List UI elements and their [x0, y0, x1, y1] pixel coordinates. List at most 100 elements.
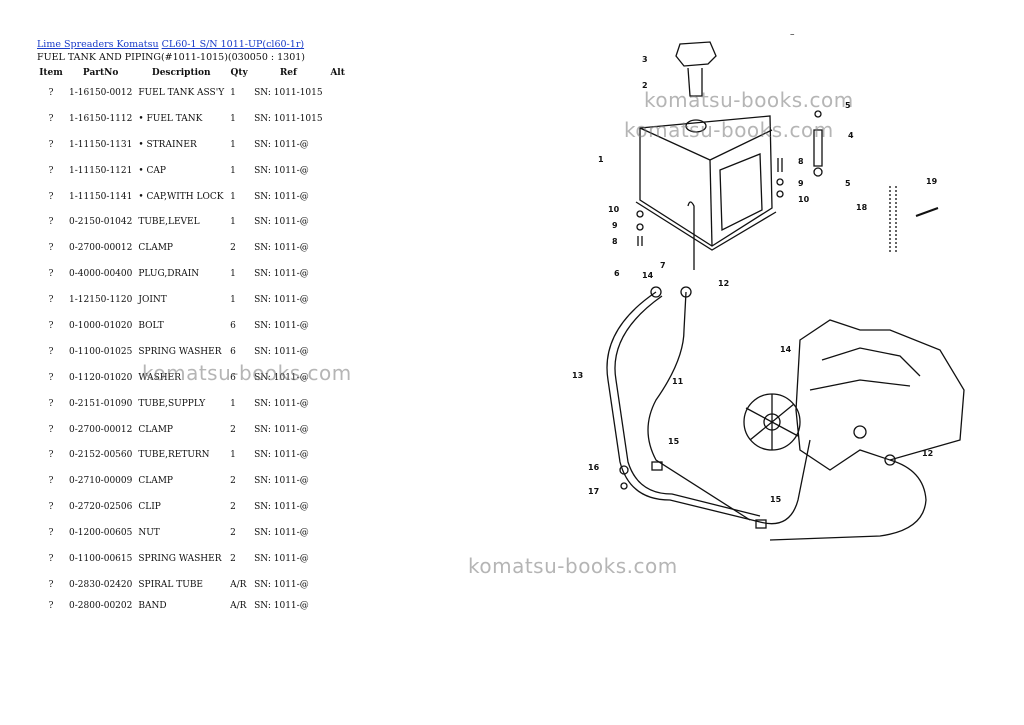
svg-text:19: 19	[926, 177, 938, 186]
cell-qty: 2	[230, 476, 236, 487]
svg-text:6: 6	[614, 269, 620, 278]
cell-description: • CAP	[138, 165, 166, 176]
watermark: komatsu-books.com	[624, 118, 834, 142]
svg-text:16: 16	[588, 463, 600, 472]
cell-partno: 0-1200-00605	[69, 528, 133, 539]
cell-qty: 1	[230, 398, 236, 409]
cell-partno: 1-16150-1112	[69, 113, 133, 124]
cell-description: TUBE,RETURN	[138, 450, 210, 461]
svg-text:11: 11	[672, 377, 684, 386]
cell-qty: 1	[230, 139, 236, 150]
cell-partno: 0-2151-01090	[69, 398, 133, 409]
cell-ref: SN: 1011-@	[254, 269, 309, 280]
watermark: komatsu-books.com	[644, 88, 854, 112]
cell-ref: SN: 1011-@	[254, 139, 309, 150]
cell-partno: 0-1100-01025	[69, 346, 133, 357]
cell-qty: 1	[230, 113, 236, 124]
cell-qty: 1	[230, 87, 236, 98]
cell-item: ?	[48, 165, 54, 176]
cell-qty: 1	[230, 165, 236, 176]
cell-item: ?	[48, 87, 54, 98]
cell-ref: SN: 1011-@	[254, 600, 309, 611]
cell-partno: 1-16150-0012	[69, 87, 133, 98]
cell-item: ?	[48, 398, 54, 409]
cell-description: NUT	[138, 528, 160, 539]
cell-qty: 6	[230, 372, 236, 383]
cell-partno: 0-2700-00012	[69, 243, 133, 254]
cell-qty: A/R	[230, 600, 247, 611]
svg-text:8: 8	[798, 157, 804, 166]
cell-ref: SN: 1011-@	[254, 476, 309, 487]
cell-ref: SN: 1011-@	[254, 398, 309, 409]
svg-text:3: 3	[642, 55, 648, 64]
cell-ref: SN: 1011-@	[254, 579, 309, 590]
cell-ref: SN: 1011-@	[254, 243, 309, 254]
cell-description: • FUEL TANK	[138, 113, 203, 124]
col-description-header: Description	[151, 68, 211, 78]
cell-ref: SN: 1011-@	[254, 450, 309, 461]
svg-text:18: 18	[856, 203, 868, 212]
cell-qty: 1	[230, 269, 236, 280]
cell-alt	[326, 313, 350, 339]
svg-text:12: 12	[922, 449, 933, 458]
svg-text:10: 10	[798, 195, 810, 204]
cell-qty: 6	[230, 346, 236, 357]
cell-alt	[326, 520, 350, 546]
cell-partno: 0-2150-01042	[69, 217, 133, 228]
svg-text:1: 1	[598, 155, 604, 164]
cell-alt	[326, 209, 350, 235]
svg-text:13: 13	[572, 371, 583, 380]
cell-item: ?	[48, 139, 54, 150]
cell-ref: SN: 1011-@	[254, 502, 309, 513]
cell-description: JOINT	[138, 295, 167, 306]
cell-item: ?	[48, 217, 54, 228]
cell-ref: SN: 1011-@	[254, 346, 309, 357]
cell-item: ?	[48, 424, 54, 435]
cell-qty: 2	[230, 243, 236, 254]
breadcrumb: Lime Spreaders Komatsu CL60-1 S/N 1011-U…	[37, 39, 304, 50]
svg-text:14: 14	[642, 271, 654, 280]
cell-ref: SN: 1011-@	[254, 372, 309, 383]
cell-description: CLIP	[138, 502, 161, 513]
breadcrumb-link-category[interactable]: Lime Spreaders Komatsu	[37, 39, 159, 50]
cell-description: SPRING WASHER	[138, 346, 222, 357]
parts-diagram: 3 2 1 4 5 5 8 9 10 10 9 8 6 7 14 12 13 1…	[572, 41, 965, 541]
cell-alt	[326, 80, 350, 106]
cell-alt	[326, 132, 350, 158]
svg-text:5: 5	[845, 179, 851, 188]
cell-qty: A/R	[230, 579, 247, 590]
cell-alt	[326, 391, 350, 417]
cell-item: ?	[48, 295, 54, 306]
col-item-header: Item	[39, 68, 63, 78]
dash-mark: –	[790, 30, 795, 40]
cell-item: ?	[48, 320, 54, 331]
cell-ref: SN: 1011-1015	[254, 113, 323, 124]
breadcrumb-link-model[interactable]: CL60-1 S/N 1011-UP(cl60-1r)	[161, 39, 305, 50]
svg-text:10: 10	[608, 205, 620, 214]
cell-item: ?	[48, 553, 54, 564]
cell-ref: SN: 1011-1015	[254, 87, 323, 98]
cell-partno: 0-2710-00009	[69, 476, 133, 487]
filler-cap	[675, 41, 717, 67]
cell-description: WASHER	[138, 372, 182, 383]
watermark: komatsu-books.com	[468, 554, 678, 578]
cell-item: ?	[48, 243, 54, 254]
cell-description: PLUG,DRAIN	[138, 269, 200, 280]
cell-partno: 1-12150-1120	[69, 295, 133, 306]
cell-partno: 0-2720-02506	[69, 502, 133, 513]
col-qty-header: Qty	[230, 68, 248, 78]
cell-item: ?	[48, 372, 54, 383]
cell-alt	[326, 235, 350, 261]
cell-alt	[326, 442, 350, 468]
